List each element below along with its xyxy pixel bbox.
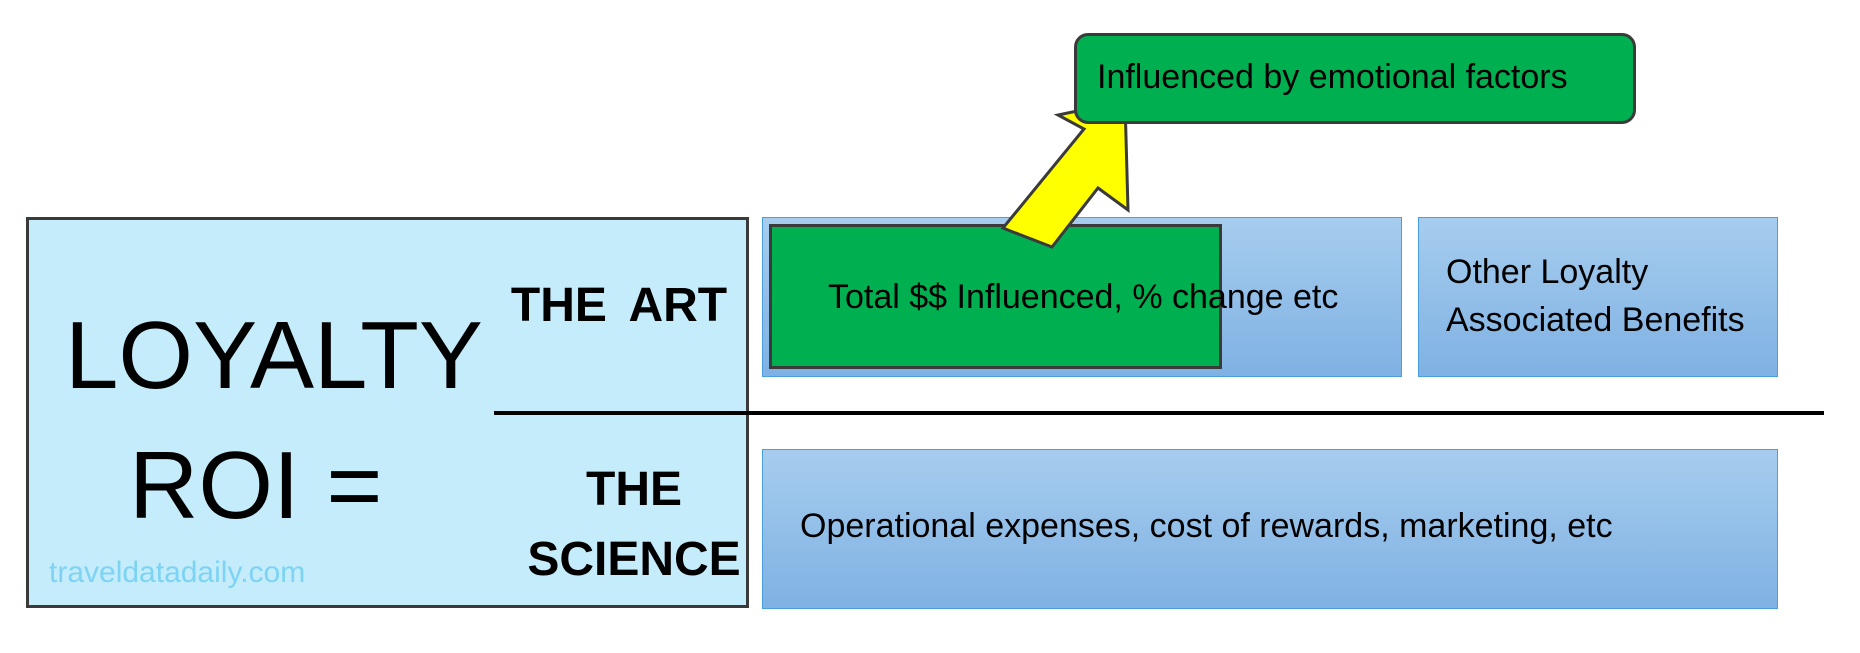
roi-equals: ROI = — [129, 432, 383, 539]
influenced-highlight-rect — [769, 224, 1222, 369]
other-benefits-box — [1418, 217, 1778, 377]
science-label-line1: THE — [586, 463, 682, 516]
the-art-label: THE ART — [510, 279, 728, 332]
the-science-label: THE SCIENCE — [499, 455, 769, 595]
callout-text: Influenced by emotional factors — [1097, 58, 1568, 96]
art-science-divider — [494, 411, 1824, 415]
loyalty-word: LOYALTY — [65, 302, 483, 409]
other-benefits-text: Other Loyalty Associated Benefits — [1446, 253, 1745, 339]
emotional-factors-callout: Influenced by emotional factors — [1074, 33, 1636, 124]
science-box — [762, 449, 1778, 609]
watermark: traveldatadaily.com — [49, 556, 306, 589]
science-label-line2: SCIENCE — [527, 533, 741, 586]
art-main-text: Total $$ Influenced, % change etc — [828, 278, 1339, 316]
science-box-text: Operational expenses, cost of rewards, m… — [800, 507, 1613, 545]
